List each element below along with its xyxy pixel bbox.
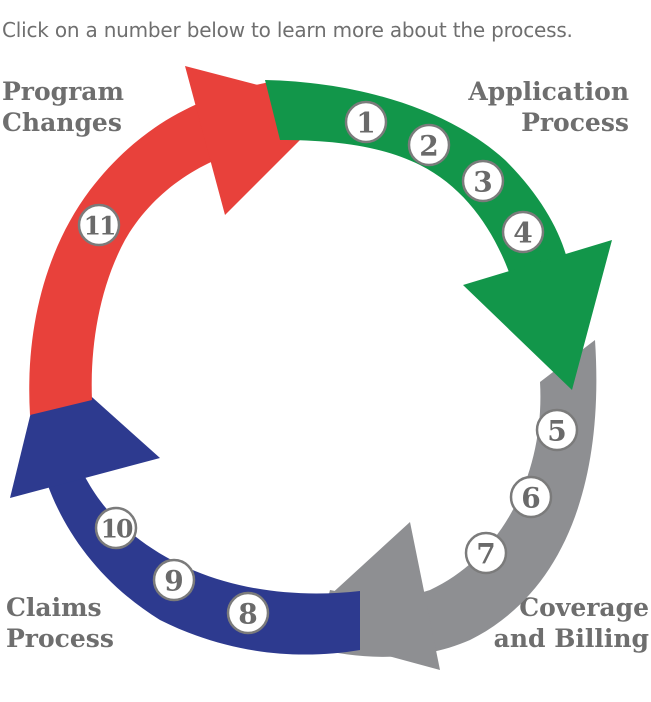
application-process-arrow xyxy=(265,80,568,290)
step-button-label[interactable]: 10 xyxy=(101,515,135,544)
step-button-1[interactable]: 1 xyxy=(344,100,388,144)
step-button-label[interactable]: 7 xyxy=(476,538,495,571)
step-button-label[interactable]: 2 xyxy=(419,130,438,163)
step-button-circle[interactable] xyxy=(461,159,505,203)
program-changes-label: Program Changes xyxy=(2,76,124,138)
step-button-circle[interactable] xyxy=(152,558,196,602)
step-button-10[interactable]: 10 xyxy=(94,506,138,550)
step-button-label[interactable]: 8 xyxy=(238,598,257,631)
step-button-circle[interactable] xyxy=(344,100,388,144)
step-button-label[interactable]: 9 xyxy=(164,565,183,598)
step-button-6[interactable]: 6 xyxy=(509,475,553,519)
coverage-billing-label-line2: and Billing xyxy=(493,624,649,653)
program-changes-arrow xyxy=(29,82,285,415)
step-button-circle[interactable] xyxy=(509,475,553,519)
step-button-label[interactable]: 5 xyxy=(547,415,566,448)
step-button-8[interactable]: 8 xyxy=(226,591,270,635)
application-process-arrowhead xyxy=(463,240,612,390)
claims-process-label-line2: Process xyxy=(6,624,114,653)
coverage-billing-arrow xyxy=(315,340,597,657)
instructions-text: Click on a number below to learn more ab… xyxy=(2,18,573,42)
step-button-9[interactable]: 9 xyxy=(152,558,196,602)
step-button-circle[interactable] xyxy=(94,506,138,550)
claims-process-label-line1: Claims xyxy=(6,593,102,622)
step-button-circle[interactable] xyxy=(535,408,579,452)
claims-process-label: Claims Process xyxy=(6,592,114,654)
step-button-label[interactable]: 6 xyxy=(521,482,540,515)
claims-process-arrow xyxy=(40,445,360,655)
step-button-circle[interactable] xyxy=(407,123,451,167)
step-button-2[interactable]: 2 xyxy=(407,123,451,167)
coverage-billing-label-line1: Coverage xyxy=(519,593,649,622)
step-button-label[interactable]: 3 xyxy=(473,166,492,199)
application-process-label-line2: Process xyxy=(521,108,629,137)
step-button-circle[interactable] xyxy=(501,210,545,254)
step-button-label[interactable]: 1 xyxy=(356,107,375,140)
program-changes-label-line2: Changes xyxy=(2,108,122,137)
step-button-4[interactable]: 4 xyxy=(501,210,545,254)
step-button-3[interactable]: 3 xyxy=(461,159,505,203)
step-button-5[interactable]: 5 xyxy=(535,408,579,452)
coverage-billing-label: Coverage and Billing xyxy=(494,592,649,654)
step-button-label[interactable]: 11 xyxy=(84,212,117,241)
step-button-circle[interactable] xyxy=(77,203,121,247)
step-button-11[interactable]: 11 xyxy=(77,203,121,247)
program-changes-label-line1: Program xyxy=(2,77,124,106)
step-button-circle[interactable] xyxy=(464,531,508,575)
application-process-label-line1: Application xyxy=(468,77,629,106)
application-process-label: Application Process xyxy=(468,76,629,138)
step-button-7[interactable]: 7 xyxy=(464,531,508,575)
steps-layer: 1 2 34 5 67 8 9 10 11 xyxy=(77,100,579,635)
step-button-circle[interactable] xyxy=(226,591,270,635)
step-button-label[interactable]: 4 xyxy=(513,217,532,250)
